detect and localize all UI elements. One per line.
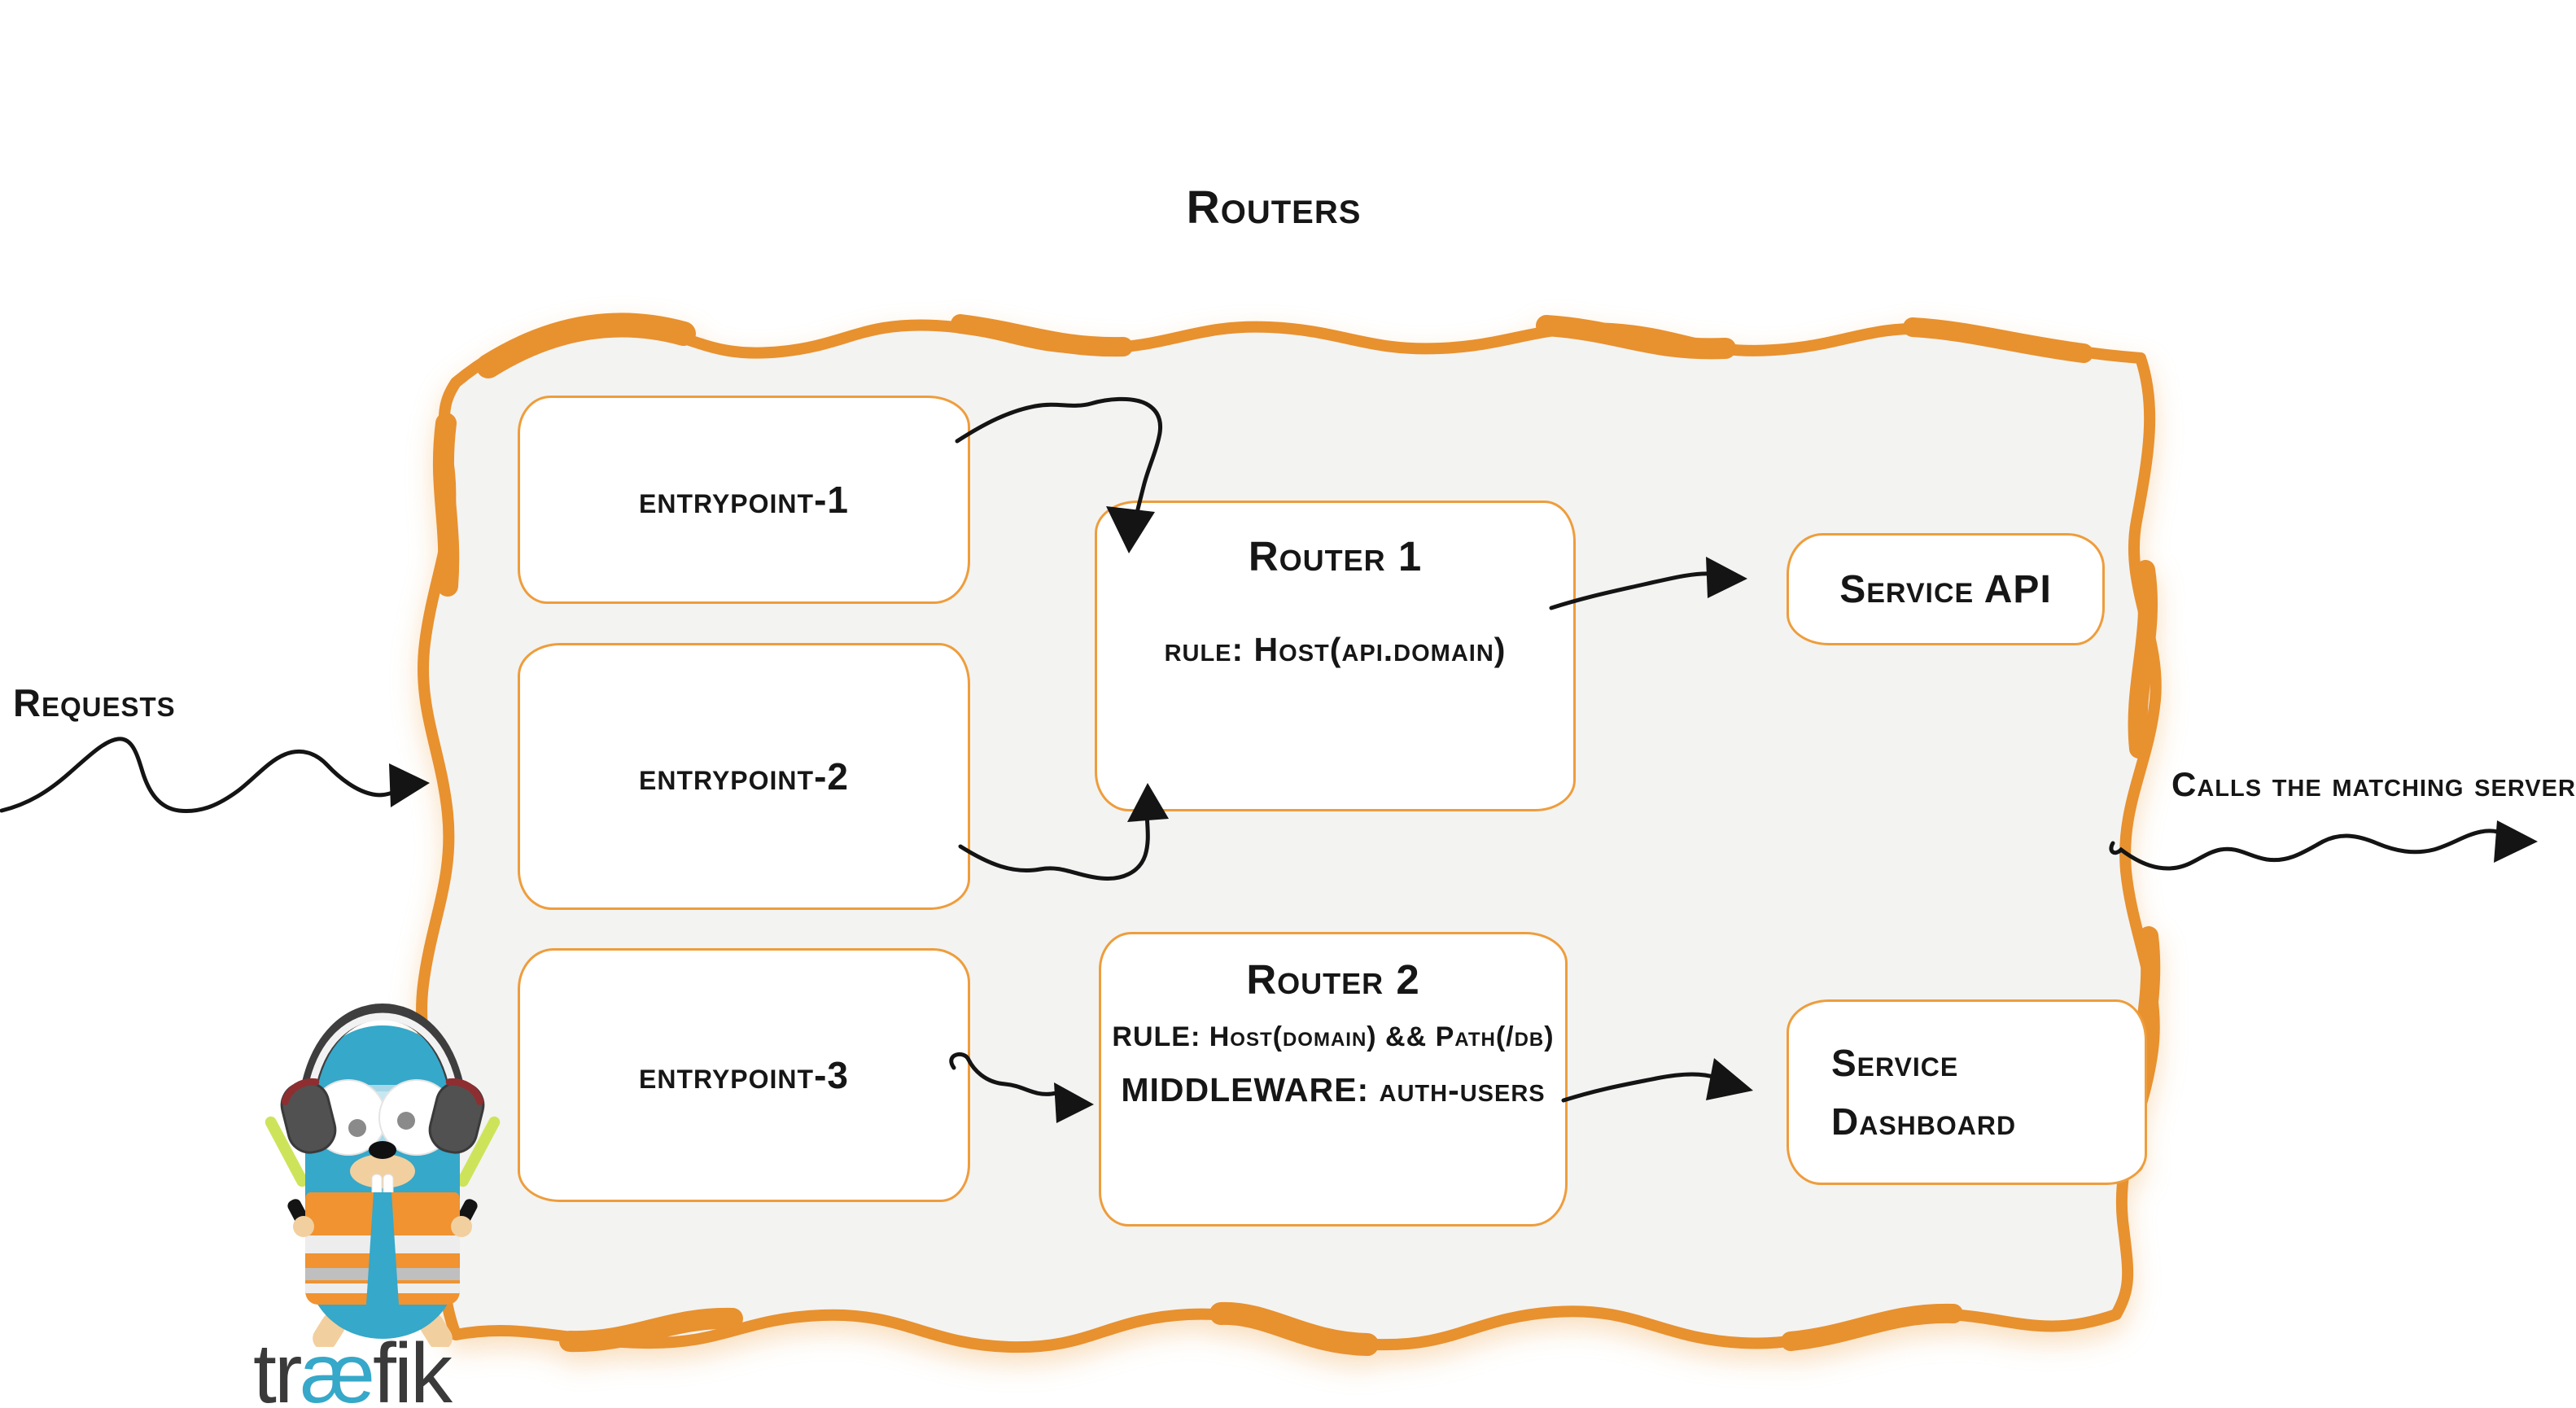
gopher-muzzle [350,1154,415,1188]
gopher-pupil-right [397,1112,415,1130]
arrow-router2-to-service-dashboard-icon [1561,1058,1753,1103]
wordmark-ae: æ [300,1327,376,1408]
arrow-entrypoint3-to-router2-icon [949,1052,1094,1123]
entrypoint-3-box: entrypoint-3 [518,948,970,1202]
gopher-hand-right [451,1216,472,1237]
router-1-box: Router 1 rule: Host(api.domain) [1095,501,1576,811]
entrypoint-2-box: entrypoint-2 [518,643,970,910]
service-api-box: Service API [1787,533,2105,645]
service-dashboard-box: Service Dashboard [1787,999,2147,1185]
gopher-vest-gap [366,1192,399,1305]
arrow-router1-to-service-api-icon [1549,557,1747,610]
headphones-earcup-left [280,1078,337,1154]
traefik-wordmark: træfik [205,1331,498,1408]
traefik-gopher-logo [265,1003,501,1347]
calls-label: Calls the matching server [2171,765,2576,803]
entrypoint-3-label: entrypoint-3 [639,1054,849,1096]
arrow-entrypoint1-to-router1-icon [955,396,1163,553]
headphones-band-sheen [307,1012,458,1095]
entrypoint-2-label: entrypoint-2 [639,755,849,798]
gopher-vest [305,1192,460,1305]
gopher-nose [369,1141,396,1159]
router-1-title: Router 1 [1248,533,1423,579]
router-2-rule: RULE: Host(domain) && Path(/db) [1112,1021,1555,1052]
router-2-box: Router 2 RULE: Host(domain) && Path(/db)… [1099,932,1568,1227]
service-dashboard-label-line1: Service [1831,1042,1959,1084]
entrypoint-1-label: entrypoint-1 [639,479,849,521]
service-dashboard-label-line2: Dashboard [1831,1100,2017,1143]
gopher-hand-left [293,1216,314,1237]
requests-label: Requests [13,681,176,724]
requests-arrow-icon [0,737,430,813]
entrypoint-1-box: entrypoint-1 [518,396,970,604]
diagram-title: Routers [1186,181,1362,234]
router-2-title: Router 2 [1246,956,1420,1003]
calls-arrow-icon [2109,820,2538,871]
router-2-middleware: MIDDLEWARE: auth-users [1121,1071,1546,1108]
service-api-label: Service API [1839,567,2052,611]
wordmark-part3: fik [373,1327,453,1408]
gopher-baton-right [457,1116,501,1187]
arrow-entrypoint2-to-router1-icon [958,783,1169,881]
gopher-baton-left [265,1116,308,1187]
headphones-earcup-right [428,1078,485,1154]
gopher-pupil-left [348,1119,366,1137]
router-1-rule: rule: Host(api.domain) [1164,631,1507,668]
wordmark-part1: tr [252,1327,303,1408]
